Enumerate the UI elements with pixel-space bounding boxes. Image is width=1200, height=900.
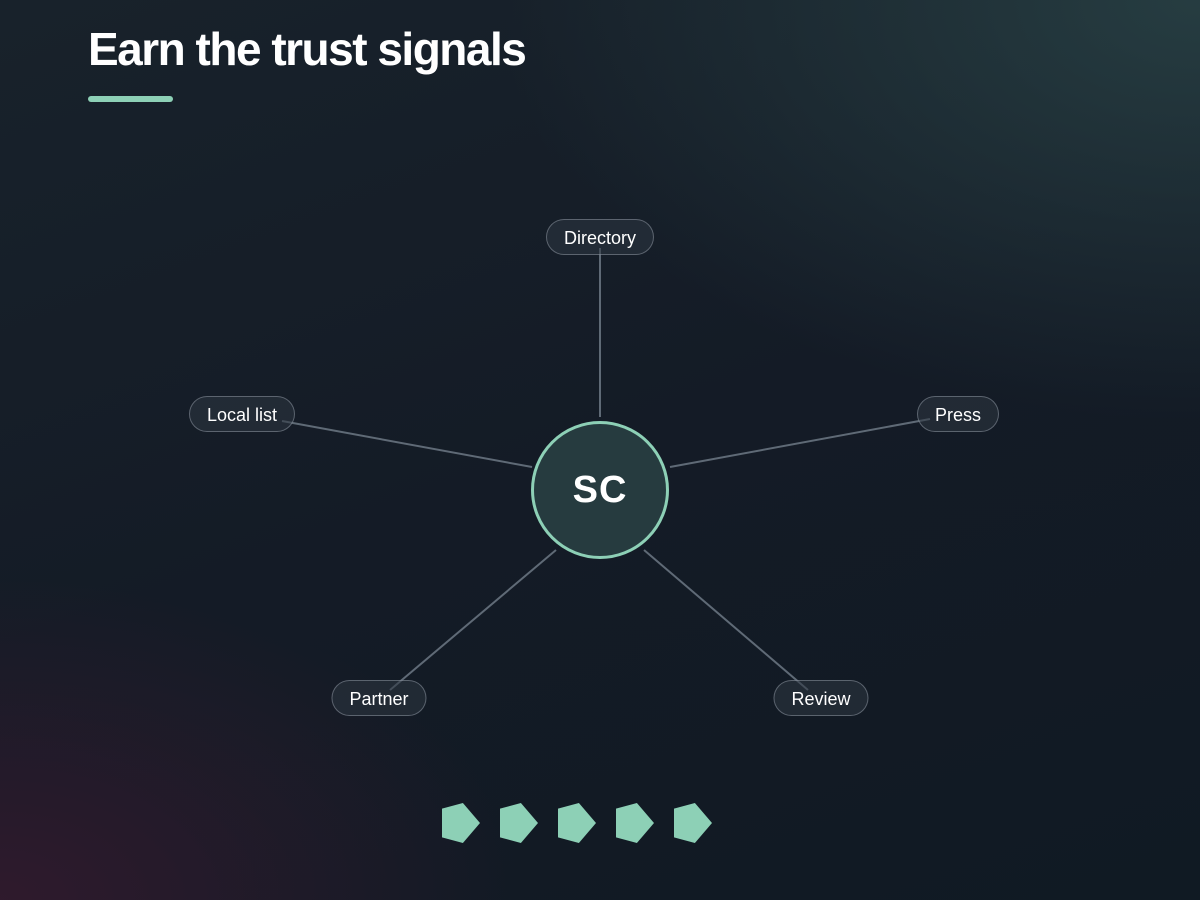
pagination-dot-2[interactable]: [500, 803, 538, 843]
pagination: [442, 803, 712, 843]
node-press: Press: [916, 396, 1000, 432]
connector-partner: [389, 549, 557, 691]
connector-review: [643, 549, 809, 691]
hub-label: SC: [572, 468, 628, 511]
pagination-dot-4[interactable]: [616, 803, 654, 843]
node-directory: Directory: [545, 219, 655, 255]
pagination-dot-5[interactable]: [674, 803, 712, 843]
node-partner: Partner: [331, 680, 427, 716]
connector-press: [669, 418, 931, 468]
pagination-dot-1[interactable]: [442, 803, 480, 843]
pagination-dot-3[interactable]: [558, 803, 596, 843]
node-local-list: Local list: [188, 396, 296, 432]
title-underline: [88, 96, 173, 102]
page-title: Earn the trust signals: [88, 23, 527, 75]
connector-local-list: [281, 420, 533, 468]
hub-node: SC: [531, 421, 669, 559]
node-review: Review: [773, 680, 869, 716]
